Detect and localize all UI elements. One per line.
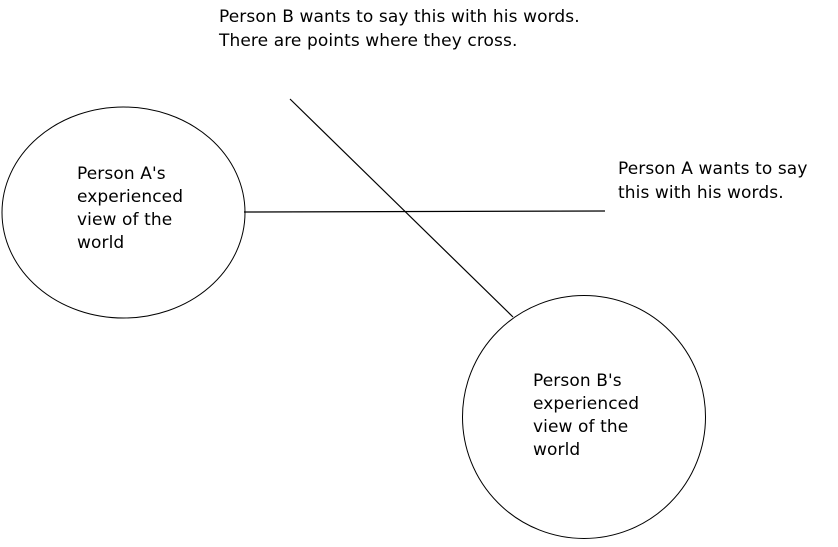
person-a-line[interactable] [243,210,606,213]
caption-person-a-words: Person A wants to say this with his word… [618,159,808,203]
caption-person-b-words: Person B wants to say this with his word… [219,7,580,51]
person-b-circle-label: Person B's experienced view of the world [533,371,640,460]
person-b-line[interactable] [289,98,514,318]
person-a-circle-label: Person A's experienced view of the world [77,164,184,253]
person-b-circle[interactable] [462,295,706,539]
